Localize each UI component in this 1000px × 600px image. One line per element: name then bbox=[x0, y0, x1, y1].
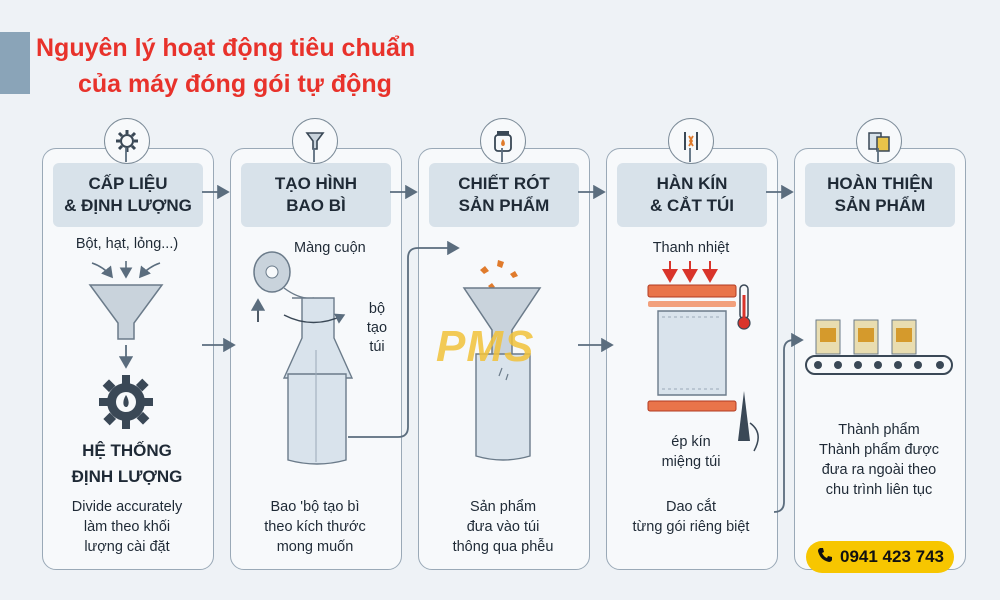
bag-former-illustration bbox=[250, 251, 354, 465]
dosing-gear-icon bbox=[99, 375, 153, 429]
title-line-1: Nguyên lý hoạt động tiêu chuẩn bbox=[36, 34, 416, 62]
jar-icon bbox=[480, 118, 526, 164]
packages-icon bbox=[856, 118, 902, 164]
gear-icon bbox=[104, 118, 150, 164]
step-header-feeding: CẤP LIỆU & ĐỊNH LƯỢNG bbox=[53, 163, 203, 227]
step-desc-filling: Sản phẩm đưa vào túi thông qua phễu bbox=[452, 499, 554, 555]
sealer-icon bbox=[668, 118, 714, 164]
step-desc-feeding: Divide accurately làm theo khối lượng cà… bbox=[71, 499, 183, 555]
page-title: Nguyên lý hoạt động tiêu chuẩn của máy đ… bbox=[36, 30, 415, 102]
seal-mouth-label: ép kín miệng túi bbox=[661, 434, 721, 470]
step-header-sealing: HÀN KÍN & CẮT TÚI bbox=[617, 163, 767, 227]
dosing-system-label: HỆ THỐNG ĐỊNH LƯỢNG bbox=[71, 441, 183, 486]
bag-former-label: bộ tạo túi bbox=[366, 301, 388, 355]
brand-watermark: PMS bbox=[436, 322, 535, 371]
step-header-finishing: HOÀN THIỆN SẢN PHẨM bbox=[805, 163, 955, 227]
step-header-forming: TẠO HÌNH BAO BÌ bbox=[241, 163, 391, 227]
conveyor-illustration bbox=[805, 319, 953, 375]
step-header-filling: CHIẾT RÓT SẢN PHẨM bbox=[429, 163, 579, 227]
hopper-funnel-illustration bbox=[88, 261, 164, 369]
input-materials-label: Bột, hạt, lỏng...) bbox=[75, 236, 179, 252]
hotline-badge[interactable]: 0941 423 743 bbox=[806, 541, 954, 573]
step-desc-sealing: Dao cắt từng gói riêng biệt bbox=[632, 499, 750, 535]
heat-bar-label: Thanh nhiệt bbox=[652, 240, 730, 256]
step-desc-finishing: Thành phẩm Thành phẩm được đưa ra ngoài … bbox=[819, 422, 939, 498]
phone-number: 0941 423 743 bbox=[840, 547, 944, 566]
filling-funnel-illustration bbox=[462, 260, 542, 461]
step-desc-forming: Bao 'bộ tạo bì theo kích thước mong muốn bbox=[264, 499, 366, 555]
corner-accent-bar bbox=[0, 32, 30, 94]
phone-icon bbox=[816, 546, 834, 569]
sealing-cutting-illustration bbox=[647, 261, 759, 452]
step-panel-feeding: CẤP LIỆU & ĐỊNH LƯỢNG bbox=[42, 148, 214, 570]
funnel-icon bbox=[292, 118, 338, 164]
film-roll-label: Màng cuộn bbox=[294, 240, 366, 256]
title-line-2: của máy đóng gói tự động bbox=[78, 70, 392, 98]
